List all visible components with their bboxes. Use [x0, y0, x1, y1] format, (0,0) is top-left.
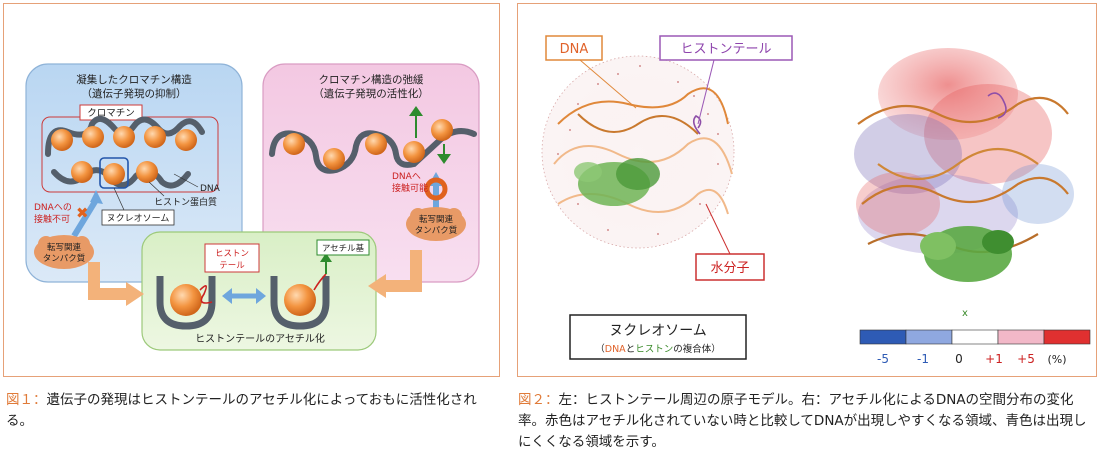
figure2-caption-text: 左：ヒストンテール周辺の原子モデル。右：アセチル化によるDNAの空間分布の変化率…: [518, 392, 1087, 450]
arrow-right-to-green: [384, 250, 422, 292]
colorbar-tick: 0: [955, 352, 963, 366]
dna-label: DNA: [200, 184, 221, 194]
dna-helix-left: [553, 87, 733, 215]
dna-label: DNA: [560, 42, 589, 57]
acetylation-title: ヒストンテールのアセチル化: [195, 332, 325, 345]
histone-tail-model: [692, 115, 702, 135]
density-map: [854, 48, 1074, 254]
water-label-box: [695, 253, 765, 281]
axis-x-label: x: [962, 308, 968, 319]
histone-tail-left: [199, 285, 213, 304]
relaxed-title-line1: クロマチン構造の弛緩: [319, 73, 424, 86]
nucleosome-label-box: [101, 209, 175, 226]
arrow-left-to-green: [88, 262, 128, 300]
acetyl-label: アセチル基: [322, 243, 365, 254]
figure2-caption: 図２：左：ヒストンテール周辺の原子モデル。右：アセチル化によるDNAの空間分布の…: [518, 390, 1096, 453]
access-circle-icon: [424, 177, 448, 201]
figure2-caption-number: 図２：: [518, 392, 559, 408]
histone-tail-line1: ヒストン: [215, 249, 249, 259]
chromatin-label: クロマチン: [87, 108, 135, 119]
figure2-panel: DNA ヒストンテール 水分子 ヌクレオソーム （DNAとヒストンの複合体） x: [517, 3, 1097, 377]
access-line1: DNAへ: [392, 172, 421, 182]
transcription-protein-right: [406, 207, 466, 241]
condensed-title-line1: 凝集したクロマチン構造: [76, 73, 192, 86]
histone-protein-right: [920, 226, 1014, 282]
nucleosome-label-box: [569, 314, 747, 360]
no-access-line1: DNAへの: [34, 203, 72, 213]
figure1-diagram: 凝集したクロマチン構造 （遺伝子発現の抑制） クロマチン構造の弛緩 （遺伝子発現…: [25, 63, 480, 351]
figure1-caption-number: 図１：: [6, 392, 47, 408]
figure2-diagram: DNA ヒストンテール 水分子 ヌクレオソーム （DNAとヒストンの複合体） x: [541, 35, 1091, 366]
water-molecules: [557, 65, 719, 235]
histone-tail-label-box: [204, 243, 260, 273]
colorbar: [859, 329, 1091, 345]
colorbar-tick: +1: [985, 352, 1003, 366]
condensed-nucleosomes: [51, 126, 197, 185]
histone-tail-right: [313, 273, 327, 291]
relaxed-nucleosomes: [283, 119, 453, 170]
colorbar-segment: [997, 329, 1045, 345]
histone-protein-left: [574, 158, 660, 206]
nucleosome-left-wrap: [156, 276, 216, 330]
acetyl-label-box: [316, 239, 370, 256]
colorbar-segment: [1043, 329, 1091, 345]
water-sphere: [541, 55, 735, 249]
chromatin-label-box: [79, 104, 143, 121]
figure1-caption-text: 遺伝子の発現はヒストンテールのアセチル化によっておもに活性化される。: [6, 392, 477, 429]
relaxed-dna-strand: [269, 128, 477, 174]
histone-tail-line2: テール: [219, 261, 245, 271]
figure1-caption: 図１：遺伝子の発現はヒストンテールのアセチル化によっておもに活性化される。: [6, 390, 498, 432]
histone-protein-label: ヒストン蛋白質: [154, 196, 217, 208]
blocked-arrow: [71, 198, 99, 238]
colorbar-segment: [859, 329, 907, 345]
colorbar-segment: [951, 329, 999, 345]
histone-tail-label: ヒストンテール: [680, 42, 771, 57]
nucleosome-label: ヌクレオソーム: [609, 323, 707, 339]
colorbar-tick: +5: [1017, 352, 1035, 366]
tf-left-line1: 転写関連: [47, 242, 82, 253]
transcription-protein-left: [34, 235, 94, 269]
colorbar-tick: -5: [877, 352, 889, 366]
histone-tail-label-box: [659, 35, 793, 61]
colorbar-tick: -1: [917, 352, 929, 366]
relaxed-title-line2: （遺伝子発現の活性化）: [313, 87, 429, 100]
complex-label: （DNAとヒストンの複合体）: [595, 343, 720, 355]
access-line2: 接触可能: [392, 182, 428, 194]
condensed-title-line2: （遺伝子発現の抑制）: [82, 87, 187, 100]
figure1-panel: 凝集したクロマチン構造 （遺伝子発現の抑制） クロマチン構造の弛緩 （遺伝子発現…: [3, 3, 500, 377]
water-label: 水分子: [710, 261, 749, 276]
tf-right-line2: タンパク質: [415, 225, 458, 236]
tf-left-line2: タンパク質: [43, 253, 86, 264]
nucleosome-left: [170, 284, 202, 316]
nucleosome-right: [284, 284, 316, 316]
dna-label-box: [545, 35, 603, 61]
tf-right-line1: 転写関連: [419, 214, 454, 225]
nucleosome-right-wrap: [270, 276, 330, 330]
blocked-cross-icon: ✖: [76, 204, 89, 222]
colorbar-segment: [905, 329, 953, 345]
histone-tail-right: [987, 92, 1007, 119]
nucleosome-label: ヌクレオソーム: [107, 213, 170, 224]
colorbar-unit: (%): [1047, 353, 1066, 366]
no-access-line2: 接触不可: [34, 213, 70, 225]
